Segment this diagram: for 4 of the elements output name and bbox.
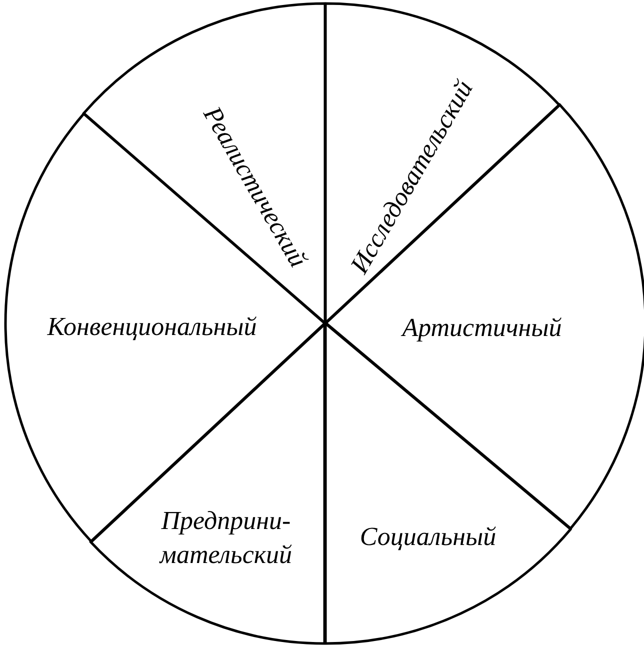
sector-label: Конвенциональный [47,310,257,343]
sector-label: Предприни- мательский [158,505,294,571]
sector-label: Артистичный [402,312,562,344]
sector-label: Социальный [360,521,496,553]
